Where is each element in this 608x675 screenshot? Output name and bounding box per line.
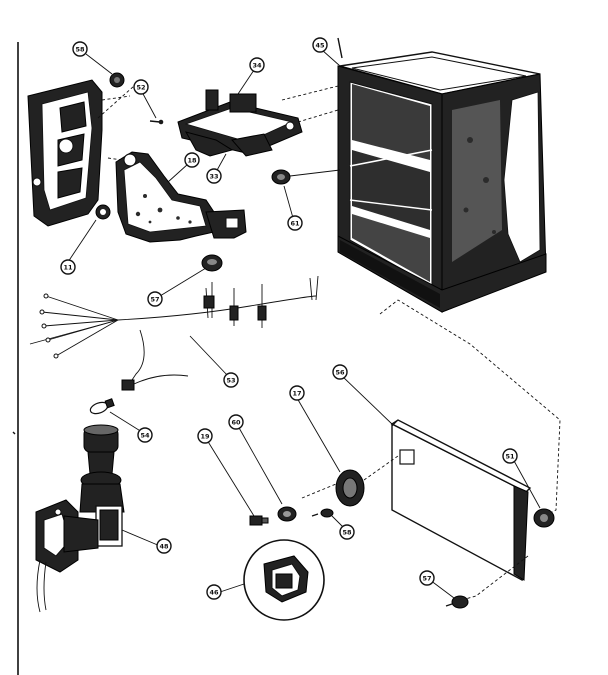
relay-assembly (177, 89, 303, 157)
lead-58-top (85, 53, 113, 75)
lead-18 (167, 163, 189, 183)
panel-nut (533, 508, 555, 528)
lead-54 (109, 411, 143, 433)
lead-11 (67, 219, 97, 263)
small-screw (149, 119, 164, 125)
lead-48 (121, 529, 161, 547)
callout-19: 19 (197, 428, 213, 444)
mounting-bracket (115, 151, 247, 243)
leader-plug-cabinet (289, 169, 341, 177)
callout-57-foot: 57 (419, 570, 435, 586)
callout-48: 48 (156, 538, 172, 554)
cabinet-plug (271, 169, 291, 185)
callout-label: 18 (187, 157, 197, 165)
front-panel (390, 419, 532, 582)
lead-45 (321, 49, 341, 67)
callout-56: 56 (332, 364, 348, 380)
callout-label: 46 (209, 589, 219, 597)
leader-relay-cabinet (297, 109, 339, 123)
callout-label: 19 (200, 433, 210, 441)
control-knob (201, 254, 223, 272)
callout-60: 60 (228, 414, 244, 430)
callout-52: 52 (133, 79, 149, 95)
grommet (277, 506, 297, 522)
foot (445, 595, 469, 609)
callout-45: 45 (312, 37, 328, 53)
callout-label: 51 (505, 453, 515, 461)
callout-33: 33 (206, 168, 222, 184)
leader-vent-panel (363, 455, 399, 481)
pilot-bulb (89, 398, 115, 415)
callout-label: 57 (422, 575, 431, 583)
callout-label: 17 (292, 390, 301, 398)
callout-34: 34 (249, 57, 265, 73)
callout-label: 60 (231, 419, 241, 427)
vent-grille (335, 469, 365, 507)
burner-assembly (35, 424, 125, 613)
callout-label: 53 (226, 377, 235, 385)
callout-label: 34 (252, 62, 262, 70)
lead-19 (206, 439, 255, 517)
callout-label: 56 (335, 369, 345, 377)
lead-57-foot (429, 579, 455, 599)
lead-57 (159, 267, 207, 297)
pin (249, 515, 269, 526)
leader-relay-cabinet-2 (281, 85, 339, 101)
lead-34 (237, 69, 255, 95)
lead-60 (237, 425, 283, 505)
callout-label: 48 (159, 543, 169, 551)
callout-label: 54 (140, 432, 150, 440)
callout-17: 17 (289, 385, 305, 401)
callout-46: 46 (206, 584, 222, 600)
panel-screw (311, 508, 334, 518)
callout-11: 11 (60, 259, 76, 275)
callout-label: 58 (75, 46, 85, 54)
top-knob (109, 72, 125, 88)
control-housing (27, 79, 111, 227)
callout-label: 45 (315, 42, 325, 50)
margin-tick (12, 431, 16, 435)
leader-housing-top (97, 85, 135, 119)
leader-cabinet-panel (379, 299, 561, 519)
callout-58-screw: 58 (339, 524, 355, 540)
leader-knob-housing (101, 95, 131, 101)
lead-58-screw (331, 515, 345, 529)
callout-label: 58 (342, 529, 352, 537)
callout-54: 54 (137, 427, 153, 443)
lead-17 (296, 397, 341, 473)
lead-33 (215, 153, 227, 173)
callout-label: 33 (209, 173, 218, 181)
lead-51 (512, 458, 541, 509)
callout-label: 11 (63, 264, 73, 272)
lead-61 (283, 185, 294, 219)
callout-57: 57 (147, 291, 163, 307)
callout-58-top: 58 (72, 41, 88, 57)
callout-51: 51 (502, 448, 518, 464)
callout-label: 61 (290, 220, 300, 228)
callout-label: 57 (150, 296, 159, 304)
callout-label: 52 (136, 84, 145, 92)
detail-inset (243, 539, 325, 621)
lead-56 (341, 375, 393, 425)
leader-grommet-vent (301, 483, 337, 499)
lead-53 (189, 335, 229, 377)
lead-52 (141, 91, 157, 119)
wire-harness (29, 275, 319, 391)
callout-61: 61 (287, 215, 303, 231)
cabinet-box (337, 37, 547, 313)
callout-18: 18 (184, 152, 200, 168)
lead-46 (219, 583, 245, 593)
callout-53: 53 (223, 372, 239, 388)
